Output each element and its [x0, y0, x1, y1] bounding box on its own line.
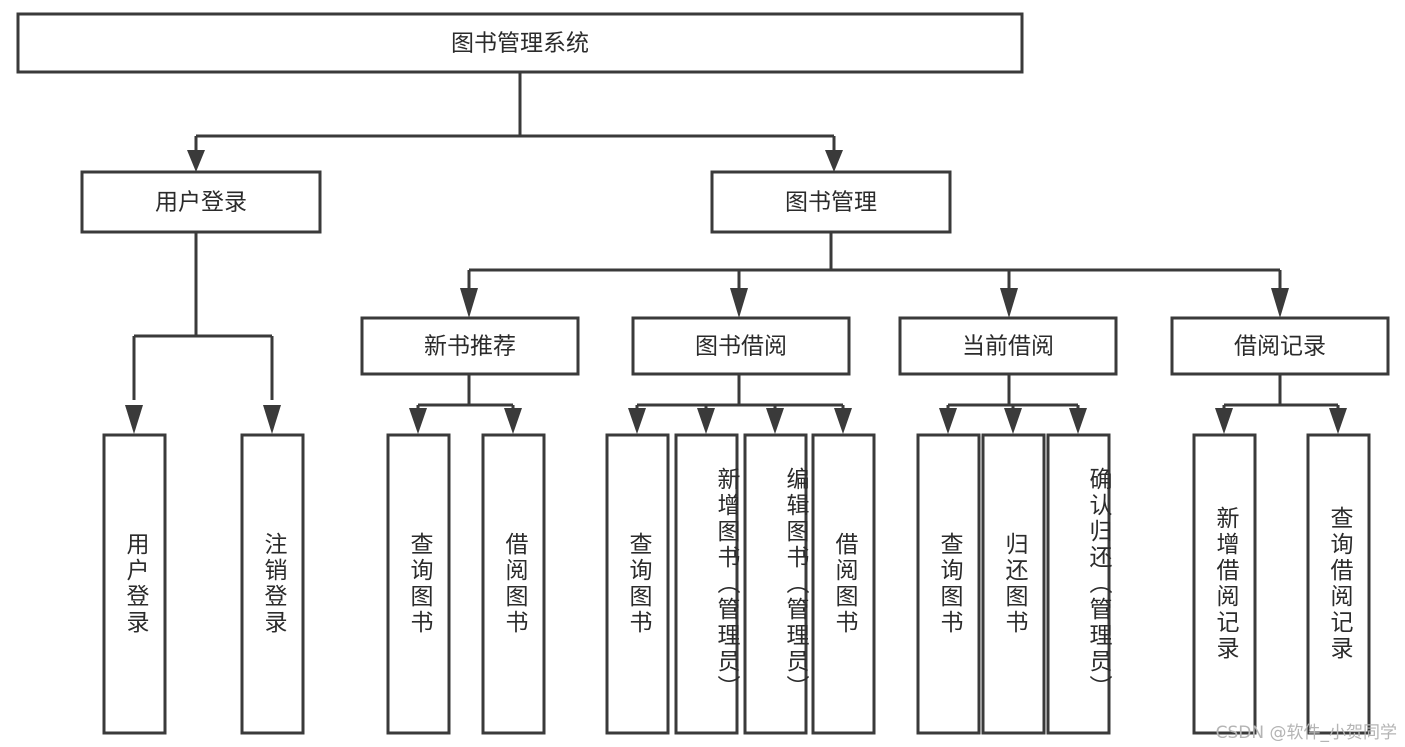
- node-borrow-record[interactable]: [1170, 316, 1390, 376]
- node-current-borrow[interactable]: [898, 316, 1118, 376]
- connector-borrowrecord-to-leaves: [1215, 374, 1347, 434]
- csdn-watermark: CSDN @软件_小贺同学: [1215, 723, 1397, 743]
- node-new-book-rec-label: 新书推荐: [424, 334, 516, 360]
- connector-currentborrow-to-leaves: [939, 374, 1087, 434]
- node-borrow-record-label: 借阅记录: [1234, 334, 1326, 360]
- node-new-book-rec[interactable]: [360, 316, 580, 376]
- connector-bookborrow-to-leaves: [628, 374, 852, 434]
- leaf-add-record[interactable]: [1192, 433, 1257, 735]
- connector-root-to-level2: [187, 72, 843, 172]
- node-user-login[interactable]: [80, 170, 322, 234]
- leaf-query-book-c[interactable]: [916, 433, 981, 735]
- node-root-label: 图书管理系统: [451, 31, 589, 57]
- connector-newbook-to-leaves: [409, 374, 522, 434]
- leaf-query-book-b[interactable]: [605, 433, 670, 735]
- leaf-query-book-a[interactable]: [386, 433, 451, 735]
- leaf-edit-book[interactable]: [743, 433, 808, 735]
- node-book-borrow[interactable]: [631, 316, 851, 376]
- leaf-confirm-return[interactable]: [1046, 433, 1111, 735]
- connector-bookmanage-to-level3: [460, 232, 1289, 318]
- leaf-add-book[interactable]: [674, 433, 739, 735]
- node-current-borrow-label: 当前借阅: [962, 334, 1054, 360]
- connector-userlogin-to-leaves: [125, 232, 281, 434]
- node-root[interactable]: [16, 12, 1024, 74]
- leaf-borrow-book-a[interactable]: [481, 433, 546, 735]
- node-user-login-label: 用户登录: [155, 190, 247, 216]
- leaf-query-record[interactable]: [1306, 433, 1371, 735]
- node-book-manage-label: 图书管理: [785, 190, 877, 216]
- leaf-user-login[interactable]: [102, 433, 167, 735]
- leaf-logout[interactable]: [240, 433, 305, 735]
- leaf-return-book[interactable]: [981, 433, 1046, 735]
- node-book-manage[interactable]: [710, 170, 952, 234]
- node-book-borrow-label: 图书借阅: [695, 334, 787, 360]
- leaf-borrow-book-b[interactable]: [811, 433, 876, 735]
